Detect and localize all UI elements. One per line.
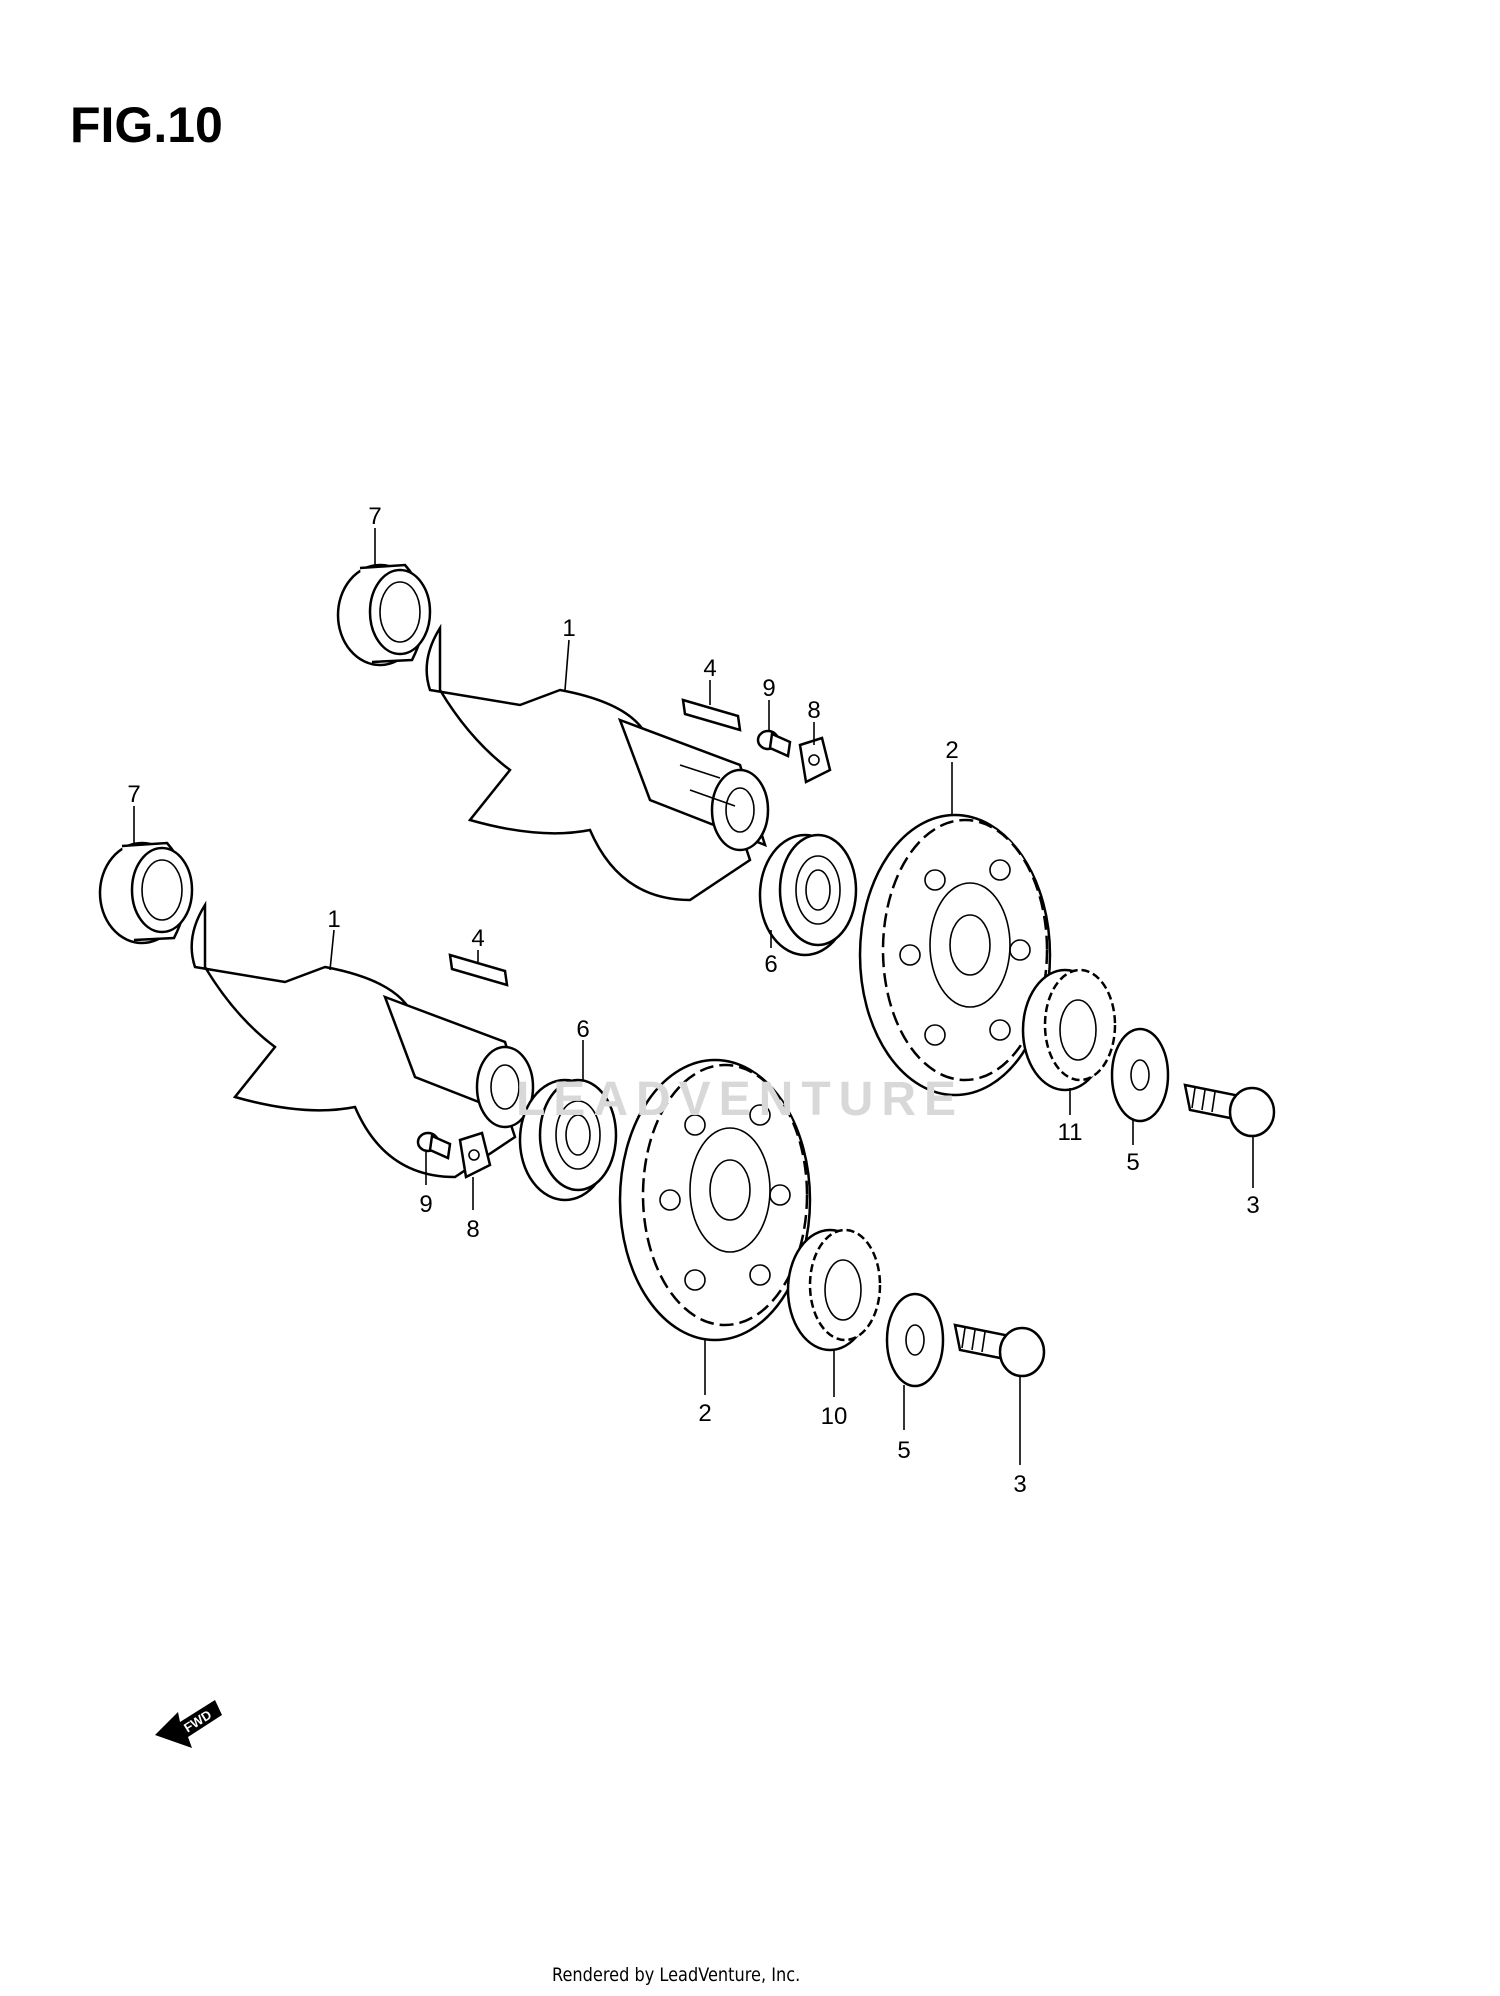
callout-5-lower: 5 (897, 1437, 910, 1464)
lower-lock-washer (458, 1131, 492, 1179)
callout-8-lower: 8 (466, 1216, 479, 1243)
lower-needle-bearing (98, 841, 194, 945)
callout-1-upper: 1 (562, 615, 575, 642)
upper-key (681, 698, 742, 732)
callout-11: 11 (1058, 1119, 1083, 1146)
upper-small-gear (1021, 968, 1117, 1092)
callout-4-upper: 4 (703, 655, 716, 682)
upper-washer (1110, 1027, 1170, 1123)
lower-assembly: 7 1 4 6 9 8 2 10 5 3 (98, 781, 1046, 1498)
lower-small-gear (786, 1228, 882, 1352)
callout-7-upper: 7 (368, 503, 381, 530)
callout-4-lower: 4 (471, 925, 484, 952)
upper-flange-bolt (1183, 1083, 1276, 1138)
callout-10: 10 (821, 1403, 848, 1430)
upper-leader-lines (374, 528, 1254, 1188)
callout-2-lower: 2 (698, 1400, 711, 1427)
upper-assembly: 7 1 4 9 8 2 6 11 5 3 (336, 503, 1276, 1219)
upper-lock-washer (798, 736, 832, 784)
callout-8-upper: 8 (807, 697, 820, 724)
lower-washer (885, 1292, 945, 1388)
lower-flange-bolt (953, 1323, 1046, 1378)
figure-title: FIG.10 (70, 97, 223, 153)
callout-9-lower: 9 (419, 1191, 432, 1218)
callout-9-upper: 9 (762, 675, 775, 702)
upper-small-bolt (756, 729, 792, 758)
fwd-arrow-icon: FWD (155, 1700, 222, 1748)
lower-key (448, 953, 509, 987)
lower-small-bolt (416, 1131, 452, 1160)
callout-2-upper: 2 (945, 737, 958, 764)
lower-ball-bearing (518, 1078, 618, 1202)
callout-6-lower: 6 (576, 1016, 589, 1043)
callout-3-lower: 3 (1013, 1471, 1026, 1498)
callout-7-lower: 7 (127, 781, 140, 808)
upper-large-gear (858, 813, 1052, 1097)
callout-1-lower: 1 (327, 906, 340, 933)
lower-large-gear (618, 1058, 812, 1342)
upper-needle-bearing (336, 563, 432, 667)
callout-6-upper: 6 (764, 951, 777, 978)
upper-ball-bearing (758, 833, 858, 957)
callout-5-upper: 5 (1126, 1149, 1139, 1176)
callout-3-upper: 3 (1246, 1192, 1259, 1219)
upper-balancer-shaft (425, 623, 770, 902)
footer-credit: Rendered by LeadVenture, Inc. (552, 1964, 801, 1986)
lower-leader-lines (133, 806, 1021, 1465)
